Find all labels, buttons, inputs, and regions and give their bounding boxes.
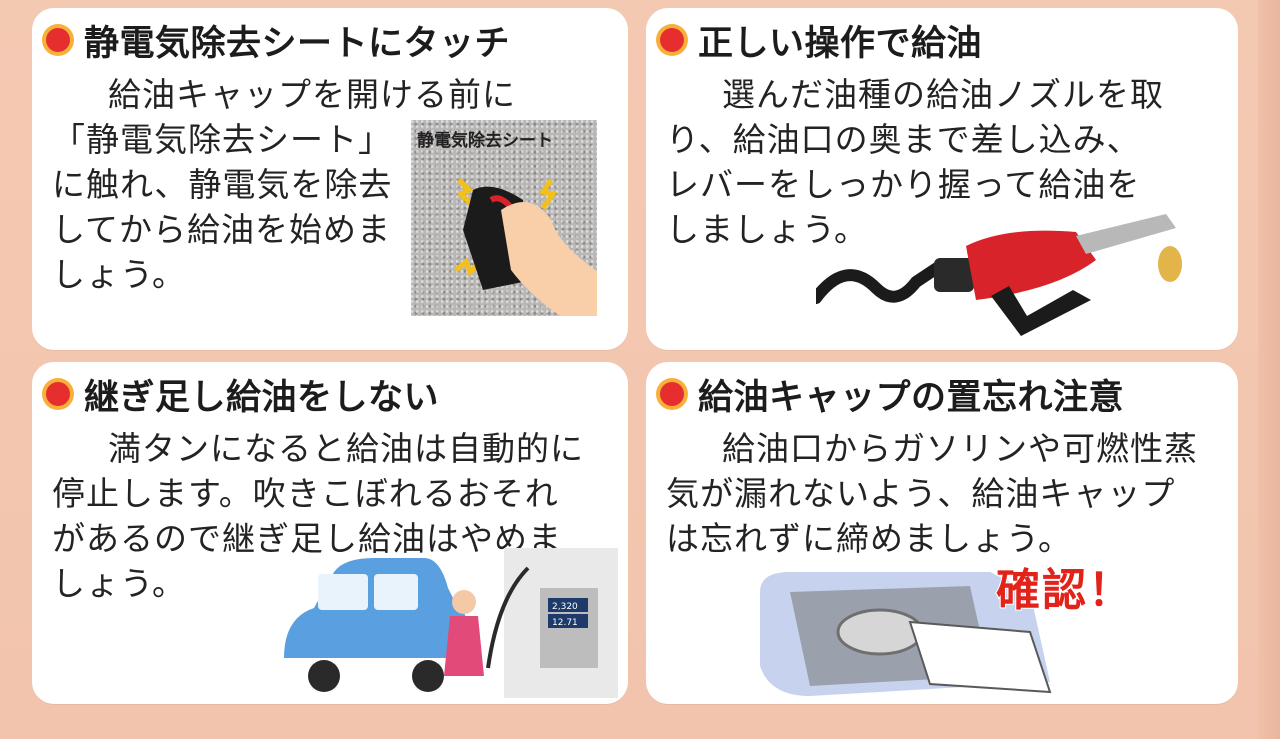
bullet-dot-icon [660,28,684,52]
check-stamp: 確認！ [995,564,1134,617]
pump-display-bottom: 12.71 [552,618,578,628]
static-sheet-label: 静電気除去シート [417,131,553,151]
card-no-topping-off: 継ぎ足し給油をしない 満タンになると給油は自動的に 停止します。吹きこぼれるおそ… [32,362,628,704]
card-static-sheet: 静電気除去シートにタッチ 給油キャップを開ける前に 「静電気除去シート」 に触れ… [32,8,628,350]
card-header: 給油キャップの置忘れ注意 [660,366,1124,422]
card-title: 静電気除去シートにタッチ [84,23,511,64]
card-body: 給油キャップを開ける前に 「静電気除去シート」 に触れ、静電気を除去 してから給… [52,72,516,297]
body-line: 選んだ油種の給油ノズルを取 [722,75,1164,114]
body-line: しょう。 [52,564,187,603]
body-line: 給油キャップを開ける前に [108,75,516,114]
static-touch-hand-icon [454,178,597,316]
card-body: 給油口からガソリンや可燃性蒸 気が漏れないよう、給油キャップ は忘れずに締めまし… [666,426,1198,561]
card-header: 正しい操作で給油 [660,12,982,68]
car-at-pump-icon: 2,320 12.71 [284,548,618,698]
fuel-cap-check-icon [760,572,1052,696]
body-line: 給油口からガソリンや可燃性蒸 [722,429,1198,468]
body-line: してから給油を始めま [52,210,392,249]
body-line: 「静電気除去シート」 [52,120,392,159]
card-header: 静電気除去シートにタッチ [46,12,510,68]
body-line: 満タンになると給油は自動的に [108,429,584,468]
body-line: に触れ、静電気を除去 [52,165,393,204]
static-sheet-photo: 静電気除去シート [411,120,597,316]
pump-display-top: 2,320 [552,602,578,612]
body-line: り、給油口の奥まで差し込み、 [666,120,1141,159]
card-correct-operation: 正しい操作で給油 選んだ油種の給油ノズルを取 り、給油口の奥まで差し込み、 レバ… [646,8,1238,350]
card-body: 満タンになると給油は自動的に 停止します。吹きこぼれるおそれ があるので継ぎ足し… [52,426,584,606]
card-title: 正しい操作で給油 [698,23,983,64]
body-line: は忘れずに締めましょう。 [666,519,1073,558]
fuel-nozzle-icon [816,214,1182,336]
card-fuel-cap-reminder: 給油キャップの置忘れ注意 給油口からガソリンや可燃性蒸 気が漏れないよう、給油キ… [646,362,1238,704]
body-line: 停止します。吹きこぼれるおそれ [52,474,559,513]
page-edge [1258,0,1280,739]
body-line: レバーをしっかり握って給油を [666,165,1141,204]
card-body: 選んだ油種の給油ノズルを取 り、給油口の奥まで差し込み、 レバーをしっかり握って… [666,72,1164,252]
card-header: 継ぎ足し給油をしない [46,366,439,422]
body-line: しましょう。 [666,210,869,249]
body-line: しょう。 [52,255,187,294]
body-line: 気が漏れないよう、給油キャップ [666,474,1176,513]
card-title: 給油キャップの置忘れ注意 [698,377,1125,418]
card-title: 継ぎ足し給油をしない [84,377,440,418]
body-line: があるので継ぎ足し給油はやめま [52,519,562,558]
bullet-dot-icon [46,28,70,52]
bullet-dot-icon [660,382,684,406]
bullet-dot-icon [46,382,70,406]
